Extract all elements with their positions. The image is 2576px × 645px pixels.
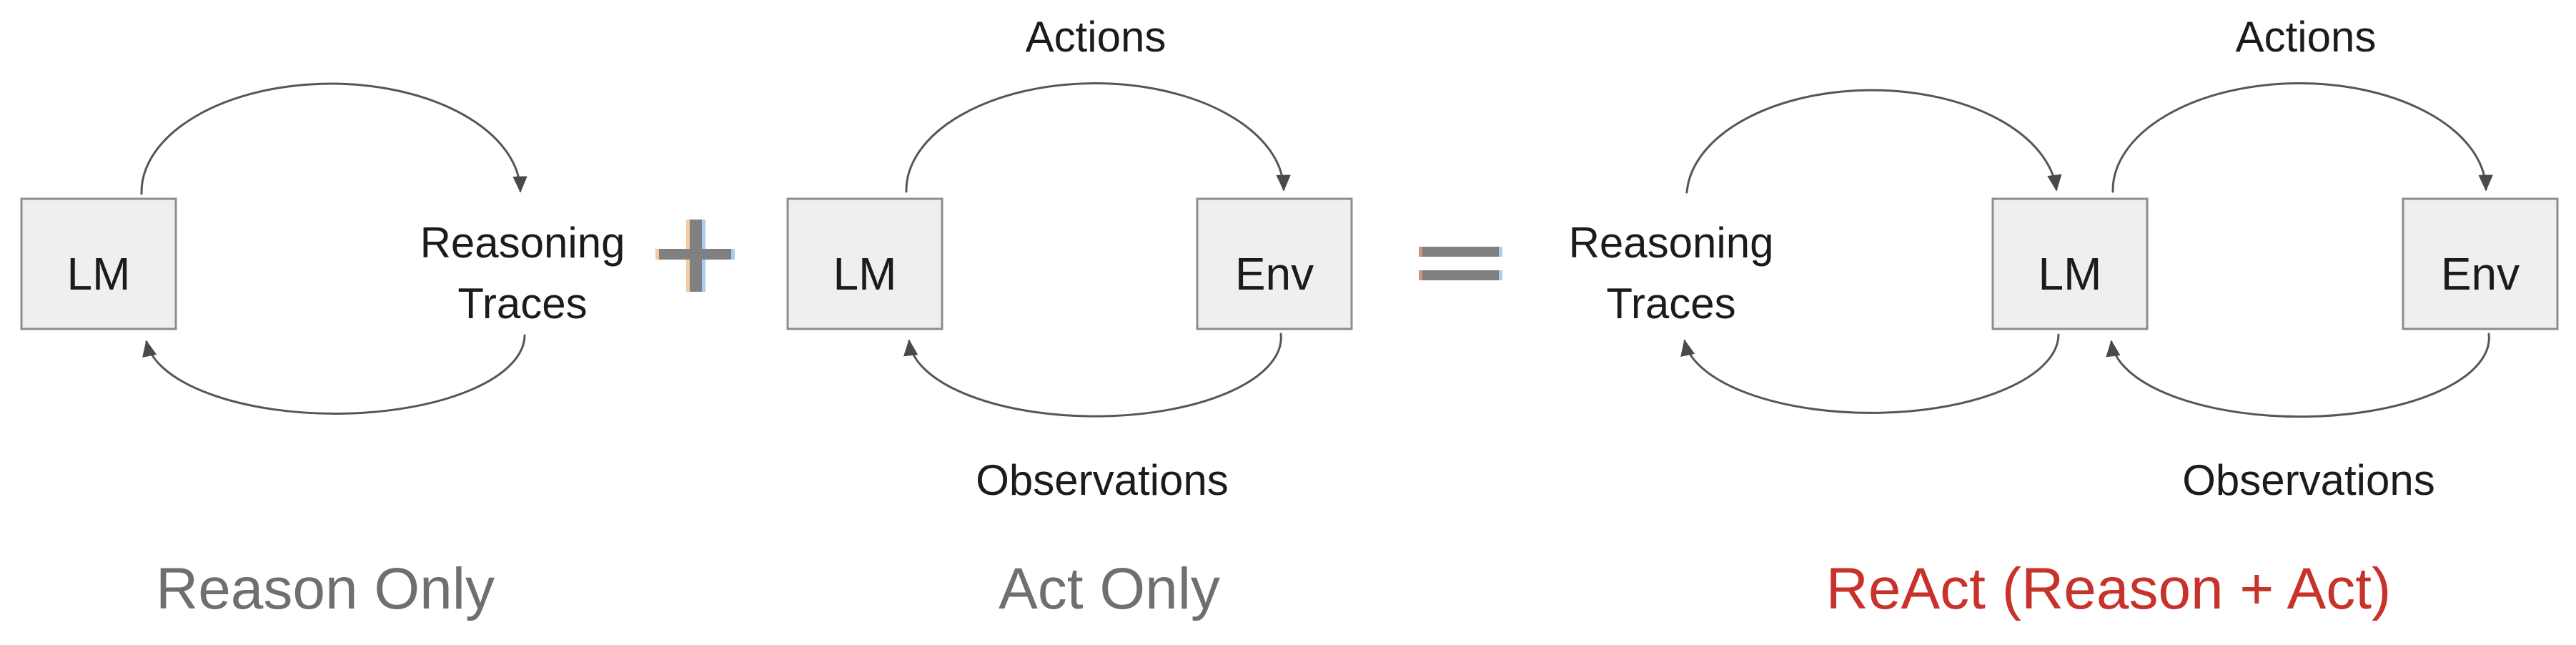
observations-label: Observations [976, 456, 1229, 504]
plus-glyph [659, 220, 731, 292]
env-label: Env [2441, 248, 2520, 300]
arc-lm-to-env [905, 82, 1291, 193]
actions-label: Actions [2236, 13, 2377, 61]
caption-act-only: Act Only [999, 556, 1220, 621]
lm-box [20, 197, 177, 330]
arc-reasoning-to-lm [1685, 89, 2062, 194]
section-react: Reasoning Traces Actions LM Env Observat… [1569, 13, 2559, 621]
arc-lm-to-env [2111, 82, 2493, 193]
reasoning-traces-label-line1: Reasoning [420, 219, 625, 267]
reasoning-traces-label-line1: Reasoning [1569, 219, 1774, 267]
lm-box [1991, 197, 2149, 330]
lm-box [786, 197, 943, 330]
caption-reason-only: Reason Only [156, 556, 495, 621]
arc-reasoning-to-lm [142, 334, 526, 415]
arc-env-to-lm [2106, 333, 2490, 418]
lm-label: LM [833, 248, 897, 300]
caption-react: ReAct (Reason + Act) [1826, 556, 2392, 621]
lm-label: LM [2038, 248, 2102, 300]
env-label: Env [1235, 248, 1314, 300]
equals-operator [1419, 247, 1502, 280]
reasoning-traces-label-line2: Traces [457, 280, 587, 328]
observations-label: Observations [2182, 456, 2435, 504]
lm-label: LM [67, 248, 131, 300]
plus-operator [655, 220, 735, 292]
env-box [1196, 197, 1353, 330]
arc-env-to-lm [903, 333, 1282, 418]
equals-glyph [1422, 247, 1499, 280]
arc-lm-to-reasoning [1680, 333, 2060, 414]
arc-lm-to-reasoning [140, 82, 527, 195]
section-reason-only: LM Reasoning Traces Reason Only [20, 82, 625, 621]
env-box [2402, 197, 2559, 330]
reasoning-traces-label-line2: Traces [1606, 280, 1735, 328]
actions-label: Actions [1026, 13, 1166, 61]
section-act-only: Actions LM Env Observations Act Only [786, 13, 1353, 621]
